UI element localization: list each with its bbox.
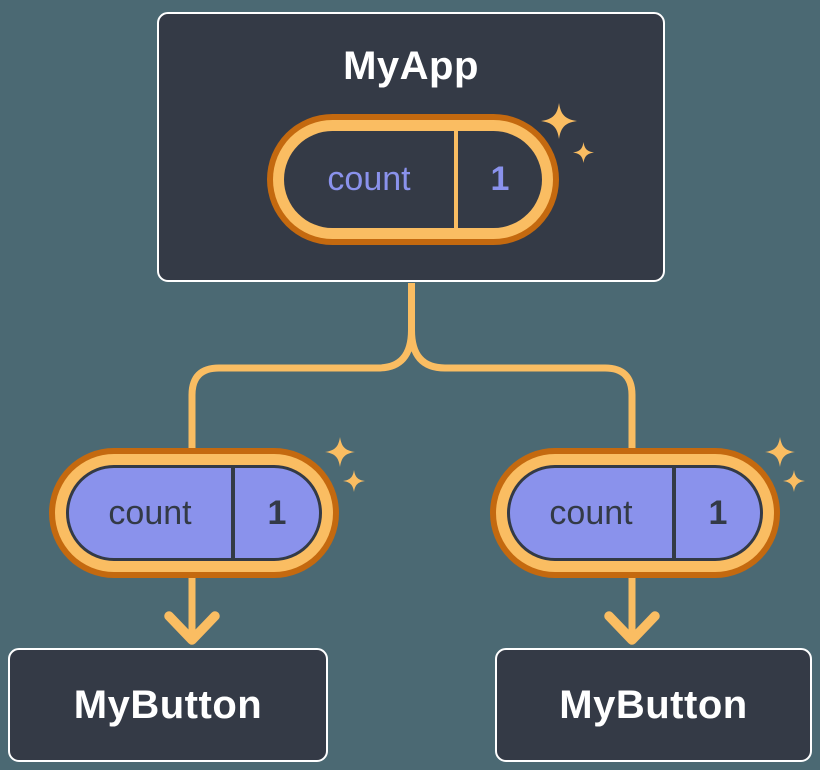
pill-divider: [672, 468, 676, 558]
my-app-node: MyApp count 1: [157, 12, 665, 282]
state-pill-body: count 1: [284, 131, 542, 228]
prop-pill-body: count 1: [507, 465, 763, 561]
prop-pill-left: count 1: [49, 448, 339, 578]
state-pill-ring: count 1: [273, 120, 553, 239]
prop-pill-right: count 1: [490, 448, 780, 578]
my-button-node-left: MyButton: [8, 648, 328, 762]
prop-value: 1: [267, 493, 287, 532]
pill-divider: [454, 131, 458, 228]
prop-pill-ring: count 1: [55, 454, 333, 572]
prop-pill-body: count 1: [66, 465, 322, 561]
state-name: count: [327, 160, 411, 198]
prop-name: count: [108, 493, 192, 532]
sparkles-icon: [325, 437, 365, 492]
my-button-label: MyButton: [559, 682, 748, 727]
sparkles-icon: [765, 437, 805, 492]
pill-divider: [231, 468, 235, 558]
prop-value: 1: [708, 493, 728, 532]
sparkles-icon: [541, 103, 594, 163]
prop-pill-ring: count 1: [496, 454, 774, 572]
connector-root-to-right-child: [408, 283, 636, 637]
my-app-title: MyApp: [343, 44, 479, 88]
arrow-down-icon: [164, 611, 220, 645]
state-pill-root: count 1: [267, 114, 559, 245]
prop-name: count: [549, 493, 633, 532]
my-button-label: MyButton: [73, 682, 263, 727]
state-value: 1: [490, 160, 510, 198]
arrow-down-icon: [604, 611, 660, 645]
my-button-node-right: MyButton: [495, 648, 812, 762]
